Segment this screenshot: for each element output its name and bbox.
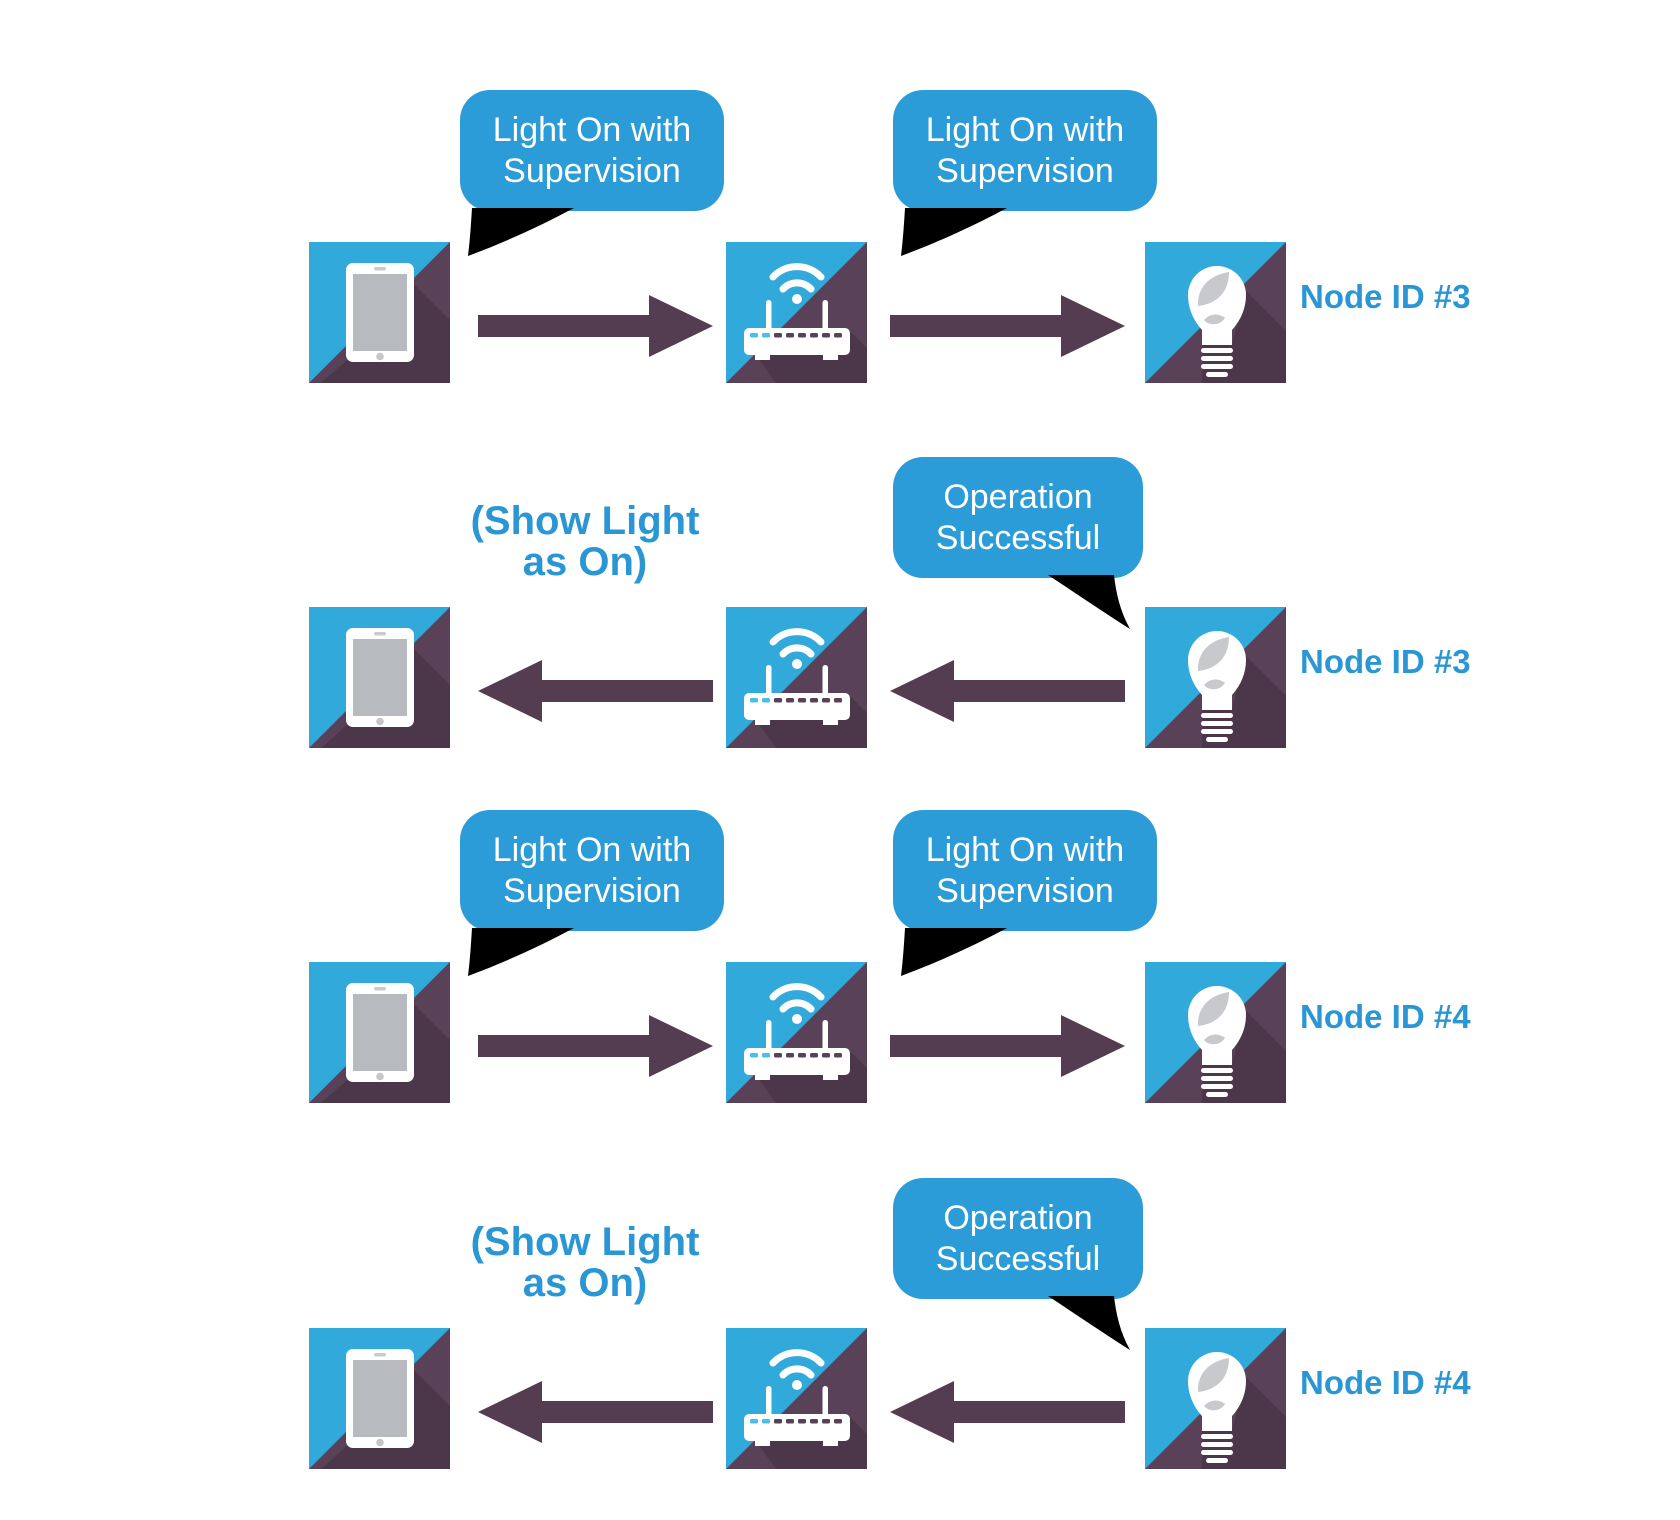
arrow-left-icon xyxy=(890,1381,1125,1443)
speech-bubble-tail xyxy=(1048,575,1138,629)
arrow-left-icon xyxy=(478,1381,713,1443)
arrow-left-icon xyxy=(478,660,713,722)
speech-bubble-tail xyxy=(1048,1296,1138,1350)
speech-bubble-tail xyxy=(901,928,1011,978)
speech-bubble-command: Light On with Supervision xyxy=(460,810,724,931)
flow-row-command-node3: Light On with Supervision Light On with … xyxy=(0,80,1680,415)
speech-bubble-tail xyxy=(468,928,578,978)
ui-note-line: (Show Light xyxy=(470,499,700,543)
speech-bubble-text: Light On with Supervision xyxy=(925,830,1125,910)
speech-bubble-text: Light On with Supervision xyxy=(492,110,692,190)
speech-bubble-tail xyxy=(901,208,1011,258)
speech-bubble-text: Light On with Supervision xyxy=(925,110,1125,190)
light-bulb-icon xyxy=(1145,962,1286,1103)
arrow-right-icon xyxy=(890,295,1125,357)
speech-bubble-command: Light On with Supervision xyxy=(460,90,724,211)
node-id-label: Node ID #3 xyxy=(1300,643,1471,680)
wifi-router-icon xyxy=(726,607,867,748)
light-bulb-icon xyxy=(1145,607,1286,748)
speech-bubble-response: Operation Successful xyxy=(893,457,1143,578)
ui-note-text: (Show Light as On) xyxy=(445,1222,725,1304)
ui-note-line: as On) xyxy=(522,540,648,584)
tablet-icon xyxy=(309,962,450,1103)
speech-bubble-text: Light On with Supervision xyxy=(492,830,692,910)
node-id-label: Node ID #4 xyxy=(1300,998,1471,1035)
tablet-icon xyxy=(309,242,450,383)
flow-row-response-node3: (Show Light as On) Operation Successful … xyxy=(0,445,1680,780)
tablet-icon xyxy=(309,1328,450,1469)
ui-note-line: as On) xyxy=(522,1261,648,1305)
speech-bubble-tail xyxy=(468,208,578,258)
ui-note-line: (Show Light xyxy=(470,1220,700,1264)
flow-row-command-node4: Light On with Supervision Light On with … xyxy=(0,800,1680,1135)
speech-bubble-command: Light On with Supervision xyxy=(893,810,1157,931)
wifi-router-icon xyxy=(726,962,867,1103)
node-id-label: Node ID #4 xyxy=(1300,1364,1471,1401)
light-bulb-icon xyxy=(1145,242,1286,383)
light-bulb-icon xyxy=(1145,1328,1286,1469)
flow-row-response-node4: (Show Light as On) Operation Successful … xyxy=(0,1166,1680,1501)
wifi-router-icon xyxy=(726,1328,867,1469)
wifi-router-icon xyxy=(726,242,867,383)
arrow-right-icon xyxy=(478,1015,713,1077)
node-id-label: Node ID #3 xyxy=(1300,278,1471,315)
speech-bubble-text: Operation Successful xyxy=(935,1198,1101,1278)
speech-bubble-response: Operation Successful xyxy=(893,1178,1143,1299)
speech-bubble-command: Light On with Supervision xyxy=(893,90,1157,211)
arrow-right-icon xyxy=(478,295,713,357)
arrow-right-icon xyxy=(890,1015,1125,1077)
speech-bubble-text: Operation Successful xyxy=(935,477,1101,557)
tablet-icon xyxy=(309,607,450,748)
ui-note-text: (Show Light as On) xyxy=(445,501,725,583)
arrow-left-icon xyxy=(890,660,1125,722)
